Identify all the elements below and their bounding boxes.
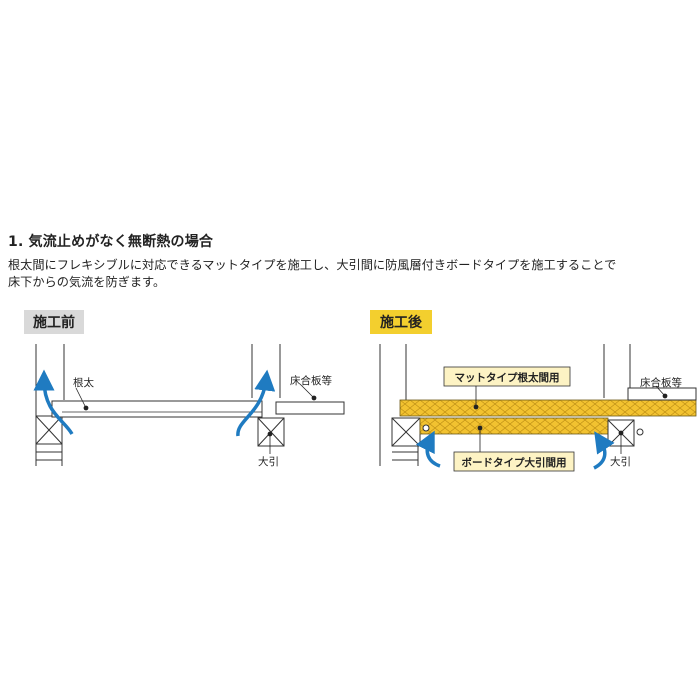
- after-left-sleeper-seal: [422, 424, 430, 432]
- after-mat-callout-box: [443, 366, 571, 387]
- description-line-1: 根太間にフレキシブルに対応できるマットタイプを施工し、大引間に防風層付きボードタ…: [8, 258, 617, 272]
- after-panel: 施工後: [370, 310, 697, 472]
- before-airflow-arrow-left: [33, 369, 74, 435]
- before-panel: 施工前: [24, 310, 345, 468]
- after-label-floorboard: 床合板等: [640, 376, 682, 389]
- after-label-mat: マットタイプ根太間用: [455, 371, 560, 384]
- before-left-sill: [35, 415, 63, 445]
- after-title-box: [370, 310, 432, 334]
- after-title: 施工後: [380, 314, 423, 331]
- before-left-wall: [35, 344, 65, 466]
- after-label-sleeper: 大引: [610, 455, 631, 468]
- after-airflow-arrow-right: [593, 431, 615, 470]
- section-heading: 1. 気流止めがなく無断熱の場合: [8, 234, 214, 250]
- description-line-2: 床下からの気流を防ぎます。: [8, 275, 166, 289]
- description: 根太間にフレキシブルに対応できるマットタイプを施工し、大引間に防風層付きボードタ…: [8, 257, 688, 291]
- before-title-box: [24, 310, 84, 334]
- after-mat-insulation: [399, 399, 697, 417]
- after-board-callout-box: [453, 451, 575, 472]
- after-floorboard: [627, 387, 697, 401]
- before-label-sleeper: 大引: [258, 455, 279, 468]
- after-airflow-arrow-left: [415, 430, 441, 468]
- after-board-insulation: [419, 417, 609, 435]
- after-label-board: ボードタイプ大引間用: [462, 456, 567, 469]
- before-airflow-arrow-right: [236, 369, 276, 437]
- after-right-wall: [603, 344, 631, 398]
- before-label-floorboard: 床合板等: [290, 374, 332, 387]
- before-right-wall: [251, 344, 281, 398]
- before-title: 施工前: [33, 314, 75, 331]
- before-floorboard: [275, 401, 345, 415]
- after-mat-marker: [473, 404, 479, 410]
- before-label-joist: 根太: [73, 376, 94, 389]
- after-sleeper-seal: [636, 428, 644, 436]
